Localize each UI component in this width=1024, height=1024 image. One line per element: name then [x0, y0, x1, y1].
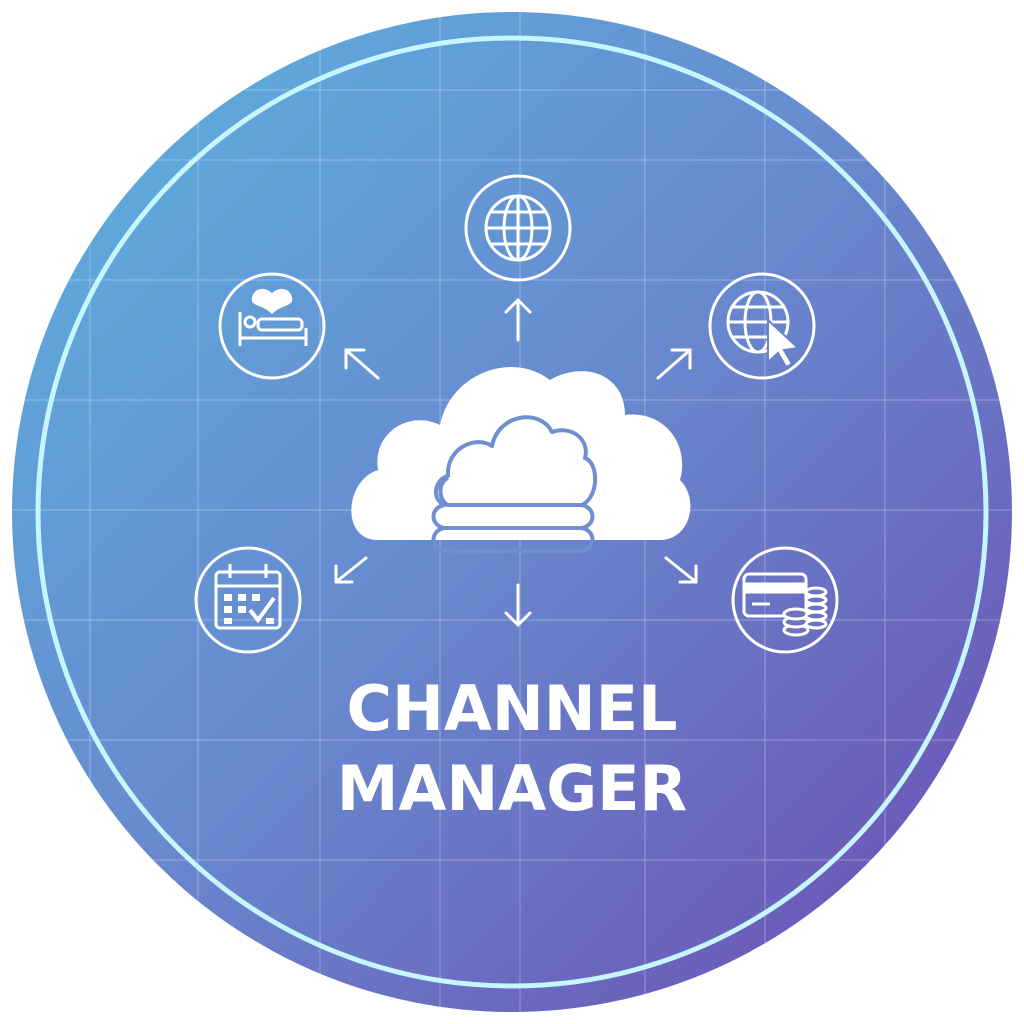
outer-ring: [35, 35, 989, 989]
title-line-2: MANAGER: [337, 752, 688, 825]
arrow-up: [504, 298, 532, 342]
arrow-down-right: [664, 556, 698, 584]
cloud-database-icon: [351, 367, 691, 553]
arrow-up-right: [656, 348, 692, 380]
globe-cursor-icon: [708, 272, 816, 380]
title-line-1: CHANNEL: [346, 672, 677, 745]
calendar-check-icon: [194, 546, 302, 654]
credit-card-coins-icon: [731, 546, 839, 654]
globe-icon: [464, 174, 572, 282]
arrow-up-left: [344, 348, 380, 380]
connection-arrows: [334, 298, 698, 627]
hotel-bed-heart-icon: [218, 272, 326, 380]
arrow-down-left: [334, 556, 368, 584]
arrow-down: [504, 583, 532, 627]
